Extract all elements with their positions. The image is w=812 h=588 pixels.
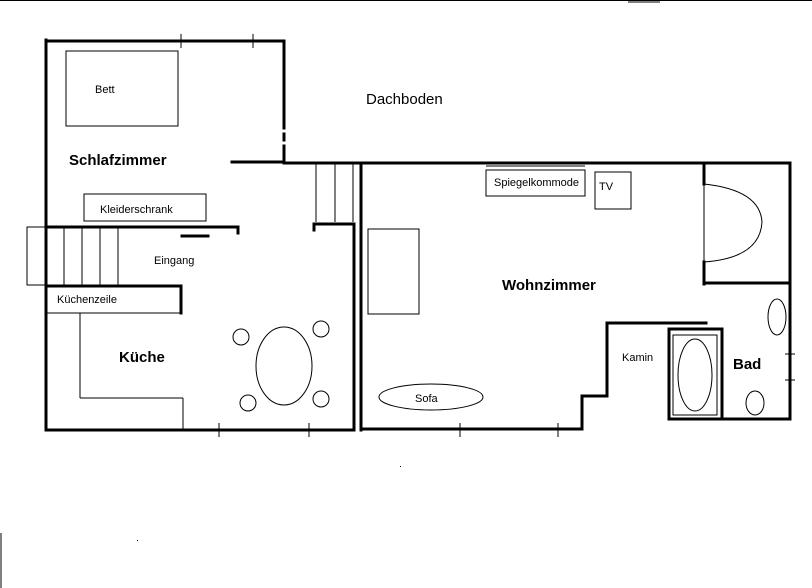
bed-shape <box>65 50 179 127</box>
room-kueche: Küche <box>119 349 165 366</box>
walls-left-block <box>44 38 356 432</box>
room-schlafzimmer: Schlafzimmer <box>69 152 167 169</box>
chair <box>239 394 257 412</box>
sink <box>767 298 787 336</box>
bay-window <box>703 183 763 263</box>
label-kuechenzeile: Küchenzeile <box>57 294 117 306</box>
sofa-shape <box>378 383 484 411</box>
stray-dot <box>137 540 138 541</box>
walls-living-block <box>282 161 792 432</box>
stairs <box>26 226 119 286</box>
toilet <box>745 390 765 416</box>
room-dachboden: Dachboden <box>366 91 443 108</box>
bathtub-basin <box>677 338 713 412</box>
dining-table <box>255 326 313 406</box>
label-sofa: Sofa <box>415 393 439 405</box>
stray-dot <box>400 466 401 467</box>
chair <box>312 390 330 408</box>
tv-shape <box>594 171 632 210</box>
room-wohnzimmer: Wohnzimmer <box>502 277 596 294</box>
label-bett: Bett <box>95 84 115 96</box>
corridor-passage <box>315 164 354 222</box>
chair <box>232 328 250 346</box>
label-tv: TV <box>599 181 614 193</box>
wall-ticks <box>180 34 795 437</box>
label-kamin: Kamin <box>622 352 653 364</box>
label-kleiderschrank: Kleiderschrank <box>100 204 173 216</box>
dresser-shape <box>485 169 586 197</box>
wardrobe-shape <box>83 193 207 222</box>
room-bad: Bad <box>733 356 761 373</box>
cabinet-shape <box>367 228 420 315</box>
bathtub <box>672 334 718 416</box>
label-spiegelkommode: Spiegelkommode <box>494 177 579 189</box>
chair <box>312 320 330 338</box>
kitchen-counter <box>46 312 184 430</box>
label-eingang: Eingang <box>154 255 194 267</box>
